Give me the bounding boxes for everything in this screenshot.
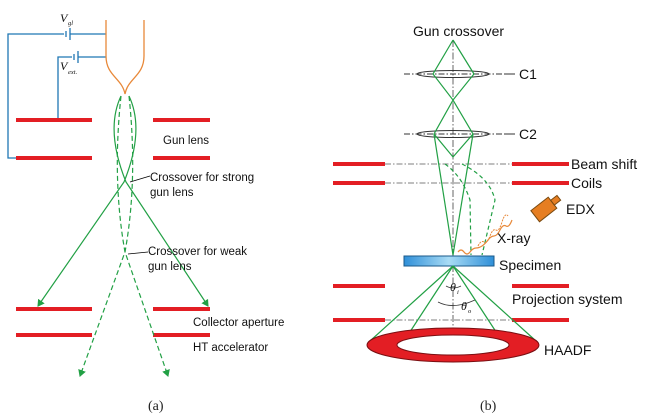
inner-angle-arc bbox=[445, 285, 462, 289]
gun-lens-label: Gun lens bbox=[163, 135, 209, 147]
edx-detector bbox=[530, 194, 562, 223]
gun-crossover-label: Gun crossover bbox=[413, 23, 504, 39]
beam-shift-plates bbox=[333, 162, 569, 166]
theta-o-subscript: o bbox=[468, 308, 472, 315]
strong-lens-rays bbox=[37, 95, 209, 307]
ht-accelerator-label: HT accelerator bbox=[193, 342, 268, 354]
strong-crossover-label-line2: gun lens bbox=[150, 187, 194, 199]
coils-label: Coils bbox=[571, 175, 602, 191]
v-gl-subscript: gl bbox=[68, 20, 73, 27]
caption-a: (a) bbox=[148, 399, 164, 414]
projection-system-label: Projection system bbox=[512, 291, 622, 307]
collector-aperture-plates bbox=[16, 307, 210, 311]
specimen-slab bbox=[403, 255, 495, 267]
theta-i-subscript: i bbox=[457, 289, 459, 296]
theta-o-symbol: θ bbox=[461, 299, 467, 313]
shifted-beam-rays bbox=[444, 163, 496, 256]
xray-emission bbox=[457, 219, 513, 255]
weak-lens-rays bbox=[78, 95, 170, 377]
outer-angle-arc bbox=[437, 299, 476, 306]
xray-emission-2 bbox=[477, 214, 509, 247]
weak-crossover-label-line1: Crossover for weak bbox=[148, 246, 247, 258]
battery-v-ext bbox=[73, 51, 79, 63]
projection-plates bbox=[333, 284, 569, 322]
v-ext-symbol: V bbox=[60, 59, 69, 73]
weak-crossover-leader bbox=[127, 251, 149, 255]
theta-i-symbol: θ bbox=[450, 280, 456, 294]
scattered-beam bbox=[369, 265, 537, 342]
strong-crossover-label-line1: Crossover for strong bbox=[150, 172, 254, 184]
xray-label: X-ray bbox=[497, 230, 530, 246]
haadf-detector bbox=[366, 327, 540, 363]
panel-b: Gun crossover C1 C2 Beam shift Coils EDX… bbox=[333, 23, 637, 414]
battery-v-gl bbox=[65, 28, 71, 40]
v-gl-symbol: V bbox=[60, 11, 69, 25]
strong-crossover-leader bbox=[129, 175, 151, 183]
collector-aperture-label: Collector aperture bbox=[193, 317, 284, 329]
haadf-label: HAADF bbox=[544, 342, 591, 358]
c2-lens bbox=[404, 130, 504, 138]
c1-label: C1 bbox=[519, 66, 537, 82]
bias-circuit bbox=[7, 33, 106, 159]
coils-plates bbox=[333, 181, 569, 185]
gun-lens-plates bbox=[16, 118, 210, 160]
condenser-beam-rays bbox=[432, 39, 475, 256]
ht-accelerator-plates bbox=[16, 333, 210, 337]
c2-label: C2 bbox=[519, 126, 537, 142]
field-emitter-tip bbox=[105, 20, 145, 95]
specimen-label: Specimen bbox=[499, 257, 561, 273]
caption-b: (b) bbox=[480, 399, 497, 414]
c1-lens bbox=[404, 70, 504, 78]
weak-crossover-label-line2: gun lens bbox=[148, 261, 192, 273]
edx-label: EDX bbox=[566, 201, 595, 217]
v-ext-subscript: ext. bbox=[68, 69, 78, 76]
beam-shift-label: Beam shift bbox=[571, 156, 637, 172]
panel-a: V gl V ext. bbox=[7, 11, 284, 414]
